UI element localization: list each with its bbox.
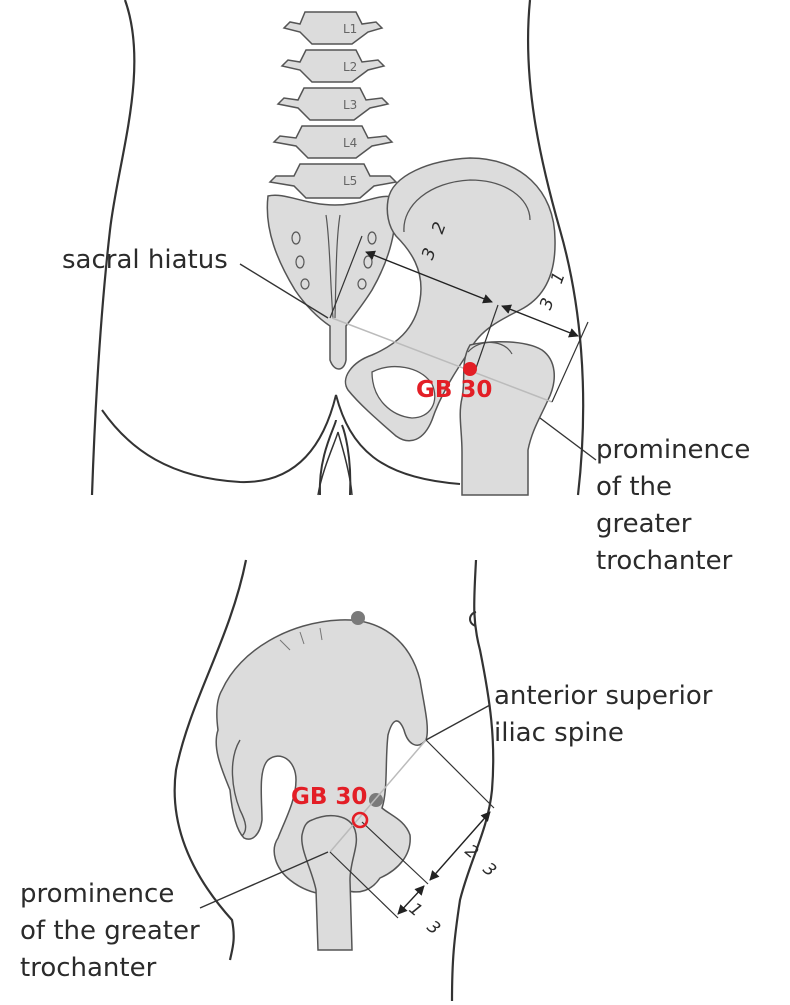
posterior-view: L1 L2 L3 L4 L5	[90, 0, 597, 496]
lumbar-spine	[268, 11, 398, 199]
femoral-head	[467, 341, 513, 355]
leader-trochanter-lateral	[199, 851, 329, 909]
vertebra-l1	[282, 11, 384, 45]
thigh-gap	[317, 431, 353, 496]
lateral-perp-asis	[425, 739, 495, 809]
sacral-foramina	[291, 231, 377, 290]
leader-asis	[425, 704, 491, 741]
iliac-crest-texture	[279, 627, 323, 651]
lateral-asis-to-trochanter	[329, 739, 427, 853]
vertebra-l2	[280, 49, 386, 83]
gb30-label-lateral: GB 30	[291, 784, 368, 810]
buttocks-outline	[101, 394, 461, 485]
label-trochanter-posterior-line1: prominence	[596, 435, 751, 465]
gb30-acupoint-posterior	[463, 362, 477, 376]
label-trochanter-lateral-line1: prominence	[20, 879, 175, 909]
label-asis-line2: iliac spine	[494, 718, 624, 748]
vertebra-l3	[276, 87, 390, 121]
lateral-pelvis	[215, 619, 429, 896]
right-femur	[459, 340, 555, 496]
obturator-foramen-posterior	[371, 366, 436, 419]
vertebra-label-l3: L3	[343, 98, 357, 112]
perpendicular-gb30	[475, 304, 499, 369]
lateral-body-outline-right	[450, 559, 495, 1002]
vertebra-label-l2: L2	[343, 60, 357, 74]
label-asis: anterior superior iliac spine	[494, 678, 712, 752]
vertebra-label-l1: L1	[343, 22, 357, 36]
label-asis-line1: anterior superior	[494, 681, 713, 711]
gb30-acupoint-lateral	[351, 811, 369, 829]
label-trochanter-posterior-line2: of the	[596, 472, 672, 502]
lateral-perp-gb30	[361, 821, 429, 885]
iliac-crest-inner	[403, 179, 531, 233]
lateral-view	[173, 559, 495, 1002]
label-trochanter-posterior: prominence of the greater trochanter	[596, 432, 750, 580]
lateral-arrow-two-thirds	[429, 811, 491, 881]
label-trochanter-posterior-line3: greater	[596, 509, 692, 539]
vertebra-label-l4: L4	[343, 136, 357, 150]
back-torso-outline-right	[526, 0, 585, 496]
iliac-crest-dot	[351, 611, 365, 625]
lateral-perp-trochanter	[329, 851, 399, 919]
arrow-one-third	[501, 304, 579, 338]
leader-trochanter-posterior	[539, 417, 597, 461]
perpendicular-trochanter	[551, 321, 589, 403]
label-trochanter-lateral-line2: of the greater	[20, 916, 200, 946]
lateral-body-outline-left	[173, 559, 248, 961]
label-trochanter-posterior-line4: trochanter	[596, 546, 733, 576]
coccyx-tail	[231, 739, 247, 837]
leader-sacral-hiatus	[239, 263, 329, 319]
back-torso-outline-left	[90, 0, 136, 496]
label-sacral-hiatus: sacral hiatus	[62, 245, 228, 275]
waist-notch	[469, 611, 477, 627]
vertebra-label-l5: L5	[343, 174, 357, 188]
vertebra-l4	[272, 125, 394, 159]
lateral-arrow-one-third	[397, 885, 425, 915]
label-trochanter-lateral-line3: trochanter	[20, 953, 157, 983]
perpendicular-hiatus	[329, 235, 363, 319]
label-trochanter-lateral: prominence of the greater trochanter	[20, 876, 200, 987]
vertebra-l5	[268, 163, 398, 199]
arrow-two-thirds	[365, 250, 493, 304]
hiatus-to-trochanter-line	[331, 317, 553, 403]
gb30-label-posterior: GB 30	[416, 377, 493, 403]
lateral-femur	[301, 814, 358, 951]
